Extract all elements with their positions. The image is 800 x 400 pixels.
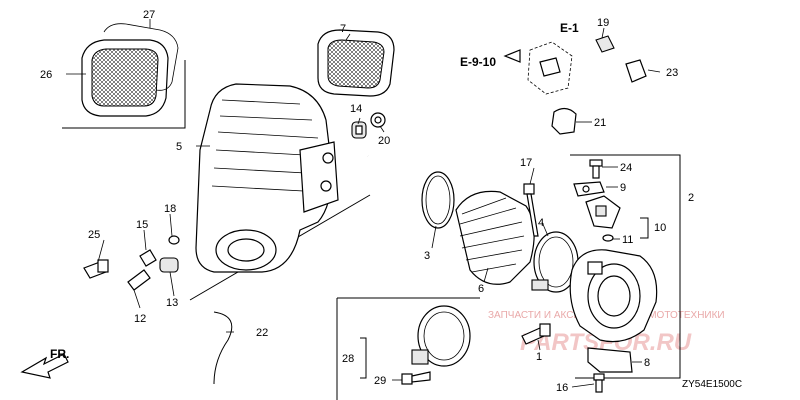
callout-14: 14 bbox=[350, 103, 362, 115]
callout-29: 29 bbox=[374, 375, 386, 387]
callout-10: 10 bbox=[654, 222, 666, 234]
callout-28: 28 bbox=[342, 353, 354, 365]
callout-labels: 27 26 7 5 14 20 19 23 21 17 24 9 2 10 11… bbox=[40, 9, 694, 394]
callout-3: 3 bbox=[424, 250, 430, 262]
o-ring-11 bbox=[602, 234, 614, 242]
callout-23: 23 bbox=[666, 67, 678, 79]
callout-16: 16 bbox=[556, 382, 568, 394]
reference-e-9-10-label: E-9-10 bbox=[460, 55, 496, 69]
band-28 bbox=[411, 305, 471, 367]
callout-1: 1 bbox=[536, 351, 542, 363]
air-cleaner-case bbox=[195, 83, 339, 273]
clip-19 bbox=[595, 35, 615, 53]
washer-18 bbox=[168, 235, 180, 245]
screw-29 bbox=[401, 371, 431, 385]
leader-lines bbox=[66, 19, 661, 388]
callout-6: 6 bbox=[478, 283, 484, 295]
plate-9 bbox=[573, 181, 605, 197]
callout-5: 5 bbox=[176, 141, 182, 153]
bolt-25 bbox=[83, 259, 109, 279]
callout-11: 11 bbox=[622, 234, 633, 246]
bolt-17 bbox=[523, 183, 539, 237]
callout-17: 17 bbox=[520, 157, 532, 169]
grommet-14 bbox=[351, 121, 367, 139]
callout-24: 24 bbox=[620, 162, 632, 174]
callout-2: 2 bbox=[688, 192, 694, 204]
throttle-body bbox=[569, 249, 658, 343]
callout-25: 25 bbox=[88, 229, 100, 241]
air-filter-element-right bbox=[317, 29, 395, 97]
drain-tube bbox=[213, 311, 233, 385]
callout-7: 7 bbox=[340, 23, 346, 35]
reference-e-1: E-1 bbox=[560, 21, 579, 35]
bolt-15 bbox=[139, 249, 157, 267]
callout-12: 12 bbox=[134, 313, 146, 325]
screw-24 bbox=[589, 159, 603, 179]
callout-9: 9 bbox=[620, 182, 626, 194]
o-ring-3 bbox=[421, 171, 455, 229]
callout-27: 27 bbox=[143, 9, 155, 21]
sensor-10 bbox=[585, 195, 621, 229]
callout-20: 20 bbox=[378, 135, 390, 147]
callout-22: 22 bbox=[256, 327, 268, 339]
bolt-16 bbox=[593, 373, 605, 393]
diagram-code: ZY54E1500C bbox=[682, 379, 742, 390]
callout-8: 8 bbox=[644, 357, 650, 369]
bolt-12 bbox=[127, 269, 151, 291]
clamp-21 bbox=[551, 107, 577, 135]
callout-19: 19 bbox=[597, 17, 609, 29]
connecting-tube bbox=[455, 190, 535, 285]
breather-tube bbox=[366, 59, 647, 166]
reference-e-9-10 bbox=[503, 41, 573, 95]
callout-15: 15 bbox=[136, 219, 148, 231]
callout-13: 13 bbox=[166, 297, 178, 309]
callout-18: 18 bbox=[164, 203, 176, 215]
bracket-8 bbox=[587, 347, 633, 373]
callout-21: 21 bbox=[594, 117, 606, 129]
callout-4: 4 bbox=[538, 217, 544, 229]
front-direction-arrow bbox=[20, 353, 69, 379]
collar-20 bbox=[370, 112, 386, 128]
band-4 bbox=[531, 231, 579, 293]
grommet-13 bbox=[159, 257, 179, 273]
gasket-27 bbox=[103, 23, 179, 91]
screw-1 bbox=[521, 323, 551, 345]
air-filter-element-left bbox=[81, 39, 169, 117]
front-direction-label: FR. bbox=[50, 347, 69, 361]
reference-labels: E-1 E-9-10 FR. ZY54E1500C bbox=[50, 21, 742, 390]
callout-26: 26 bbox=[40, 69, 52, 81]
